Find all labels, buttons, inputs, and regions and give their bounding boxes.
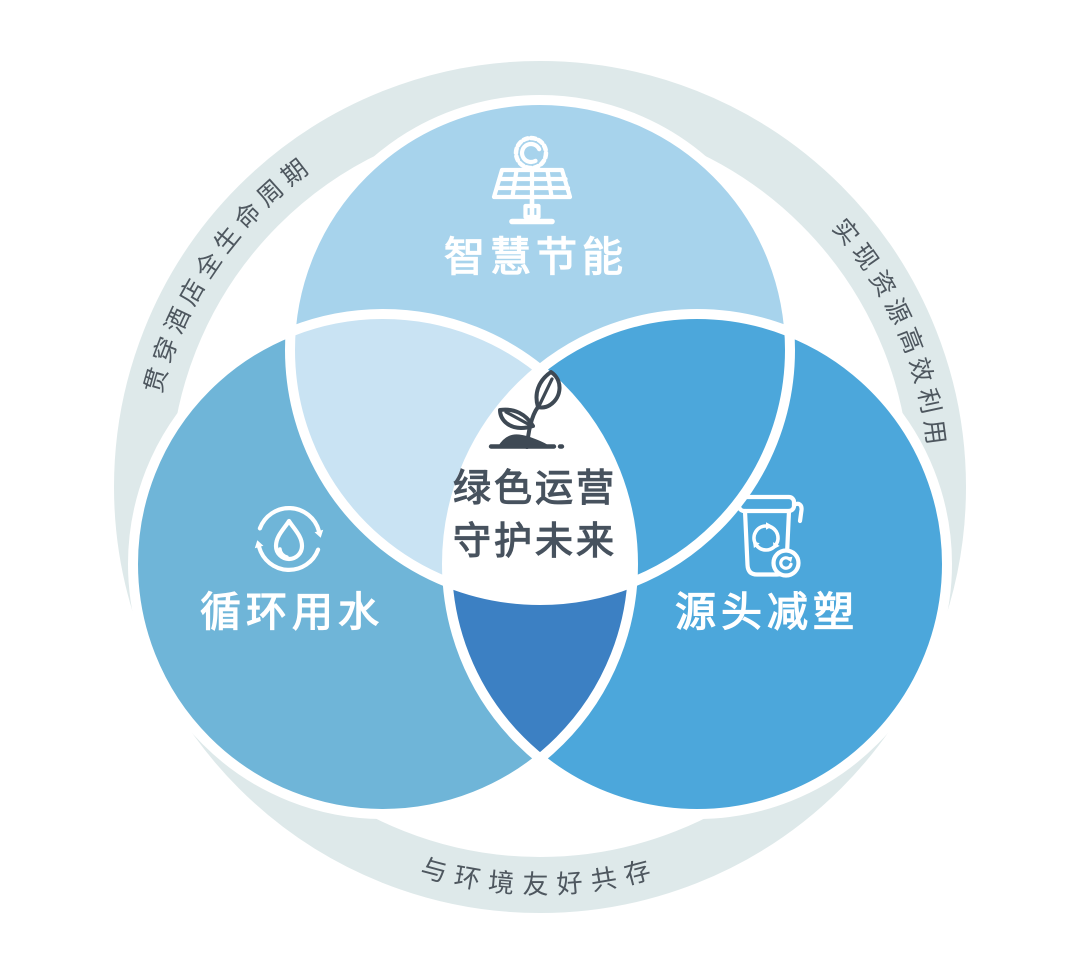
venn-circle-top-outline bbox=[285, 95, 795, 605]
water-cycle-icon bbox=[254, 506, 324, 572]
solar-panel-icon bbox=[491, 135, 573, 225]
sprout-icon bbox=[488, 370, 565, 449]
recycle-bin-icon bbox=[736, 494, 804, 578]
right-circle-label: 源头减塑 bbox=[675, 589, 859, 635]
center-label-line2: 守护未来 bbox=[453, 521, 617, 563]
overlap-center bbox=[447, 314, 633, 600]
venn-circle-right-outline bbox=[442, 309, 952, 819]
center-label-line1: 绿色运营 bbox=[453, 468, 617, 510]
top-circle-label: 智慧节能 bbox=[444, 234, 628, 280]
venn-circle-left-outline bbox=[128, 309, 638, 819]
left-circle-label: 循环用水 bbox=[200, 589, 384, 635]
